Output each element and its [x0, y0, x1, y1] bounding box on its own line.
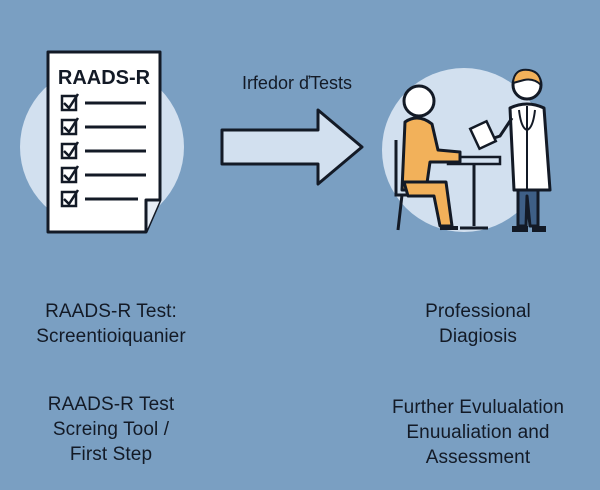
checklist [60, 93, 146, 208]
right-secondary-line: Assessment [425, 447, 531, 468]
document-title: RAADS-R [58, 67, 151, 89]
right-primary-line: Professional [425, 301, 531, 322]
left-primary-label: RAADS-R Test: Screentioiquanier [16, 299, 206, 349]
doctor-figure [468, 68, 552, 232]
right-arrow-icon [220, 108, 364, 186]
right-secondary-label: Further Evulualation Enuualiation and As… [372, 395, 584, 470]
left-primary-line: Screentioiquanier [36, 326, 186, 347]
right-secondary-line: Enuualiation and [406, 422, 550, 443]
left-secondary-line: RAADS-R Test [47, 394, 175, 415]
left-secondary-line: First Step [69, 444, 153, 465]
right-primary-label: Professional Diagiosis [378, 299, 578, 349]
right-secondary-line: Further Evulualation [391, 397, 565, 418]
checkbox-row [60, 141, 146, 160]
checkbox-row [60, 117, 146, 136]
left-primary-line: RAADS-R Test: [45, 301, 177, 322]
patient-head [402, 84, 436, 118]
checkbox-row [60, 189, 138, 208]
left-secondary-line: Screing Tool / [52, 419, 170, 440]
arrow-caption: Irfedor ďTests [241, 73, 353, 93]
questionnaire-document-icon: RAADS-R [46, 50, 162, 234]
patient-figure [394, 84, 462, 231]
left-secondary-label: RAADS-R Test Screing Tool / First Step [16, 392, 206, 467]
checkbox-row [60, 93, 146, 112]
right-primary-line: Diagiosis [439, 326, 517, 347]
checkbox-row [60, 165, 146, 184]
